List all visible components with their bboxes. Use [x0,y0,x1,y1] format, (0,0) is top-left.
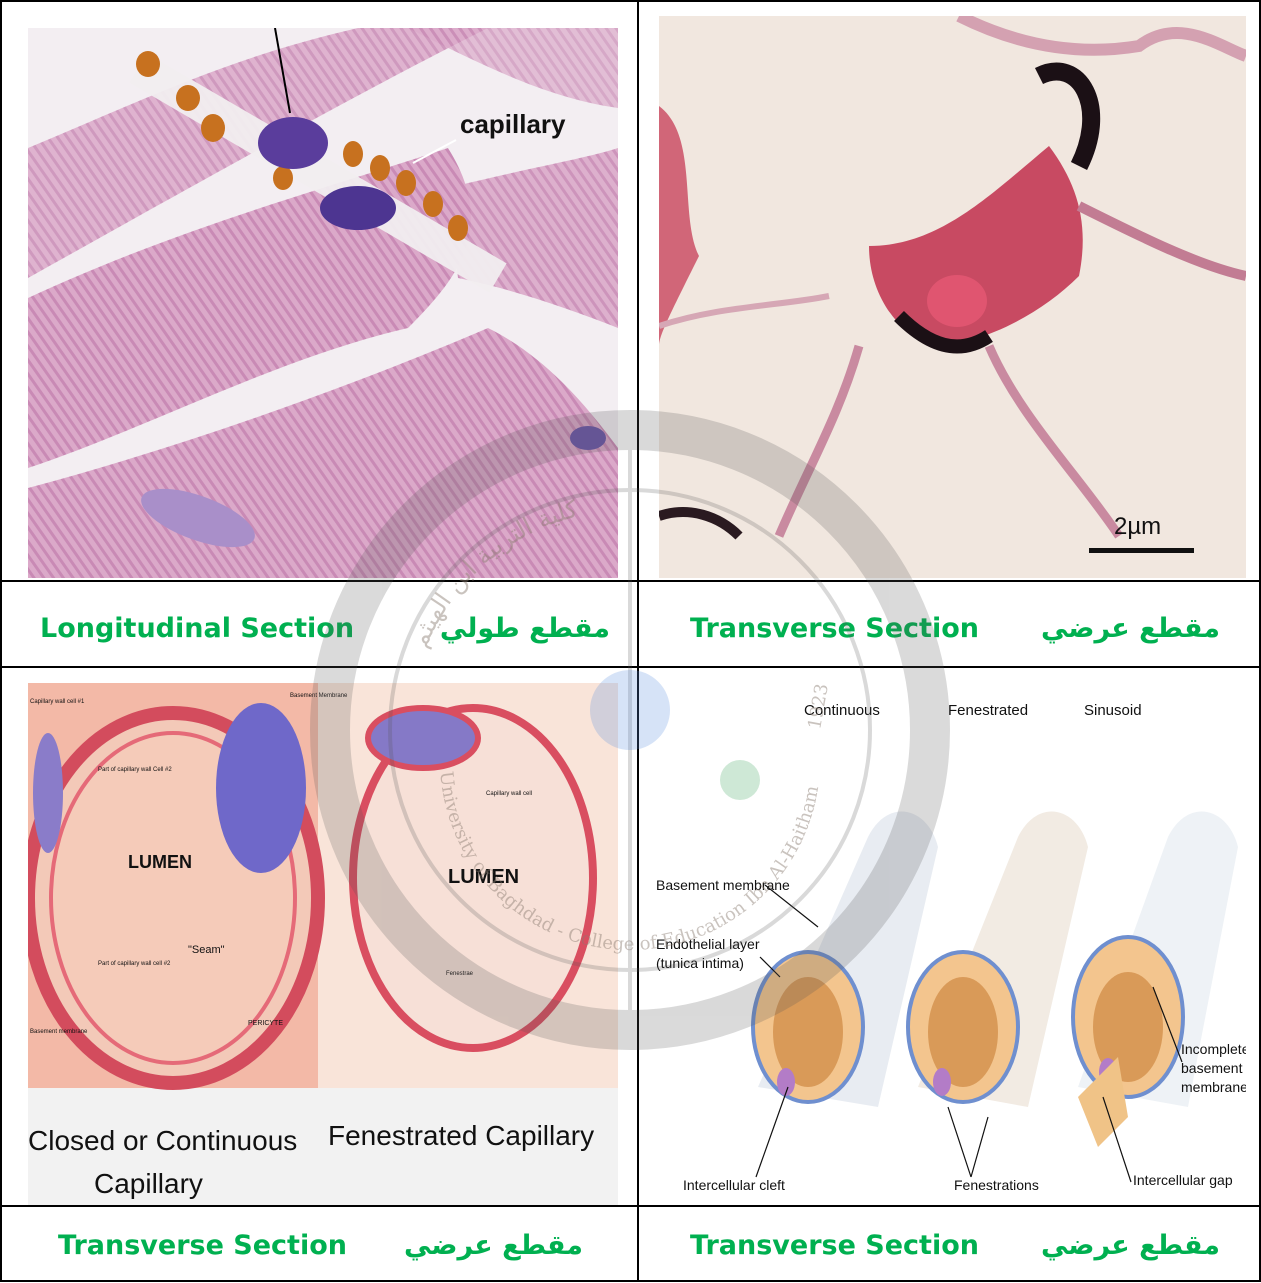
capillary-wall-cell-label: Capillary wall cell [486,791,532,797]
incomplete-label-3: membrane [1181,1079,1246,1095]
fenestrations-label: Fenestrations [954,1177,1039,1193]
table-border-left [0,0,2,1282]
caption-row1-left: Longitudinal Section مقطع طولي [40,590,610,666]
table-divider-row1 [0,580,1261,582]
caption-longitudinal-en: Longitudinal Section [40,613,354,644]
fenestrated-title: Fenestrated Capillary [328,1120,594,1151]
transverse-micrograph-svg: 2µm [659,16,1246,578]
endothelial-label-2: (tunica intima) [656,955,744,971]
header-continuous: Continuous [804,702,880,719]
intercellular-gap-label: Intercellular gap [1133,1172,1233,1188]
closed-title: Closed or Continuous [28,1125,297,1156]
lumen-label-2: LUMEN [448,866,519,888]
caption-transverse-ar-1: مقطع عرضي [1041,613,1220,644]
lumen-label-1: LUMEN [128,852,192,872]
capillary-types-svg: Continuous Fenestrated Sinusoid Basement… [648,687,1246,1206]
intercellular-cleft-label: Intercellular cleft [683,1177,785,1193]
capillary-label: capillary [460,109,566,139]
caption-row2-right: Transverse Section مقطع عرضي [690,1207,1220,1283]
basement-membrane-label: Basement membrane [656,877,790,893]
part-wall-a-label: Part of capillary wall Cell #2 [98,767,172,773]
table-divider-vertical [637,0,639,1282]
header-fenestrated: Fenestrated [948,702,1028,719]
basement-membrane-left: Basement membrane [30,1029,88,1035]
wall-cell-1-label: Capillary wall cell #1 [30,699,85,705]
caption-transverse-ar-3: مقطع عرضي [1041,1230,1220,1261]
capillary-types-diagram: Continuous Fenestrated Sinusoid Basement… [648,687,1246,1206]
caption-transverse-en-3: Transverse Section [690,1230,979,1261]
basement-membrane-top: Basement Membrane [290,693,348,699]
header-sinusoid: Sinusoid [1084,702,1142,719]
caption-transverse-en-2: Transverse Section [58,1230,347,1261]
caption-transverse-en-1: Transverse Section [690,613,979,644]
caption-longitudinal-ar: مقطع طولي [440,613,610,644]
incomplete-label-2: basement [1181,1060,1243,1076]
table-border-top [0,0,1261,2]
caption-transverse-ar-2: مقطع عرضي [404,1230,583,1261]
pericyte-label: PERICYTE [248,1020,283,1027]
caption-row1-right: Transverse Section مقطع عرضي [690,590,1220,666]
longitudinal-micrograph: capillary [28,28,618,578]
capillary-title: Capillary [94,1168,203,1199]
capillary-comparison-svg: LUMEN LUMEN "Seam" PERICYTE Basement Mem… [28,683,618,1205]
capillary-comparison-diagram: LUMEN LUMEN "Seam" PERICYTE Basement Mem… [28,683,618,1205]
transverse-micrograph: 2µm [659,16,1246,578]
scale-bar-label: 2µm [1114,513,1161,540]
part-wall-b-label: Part of capillary wall cell #2 [98,961,171,967]
table-divider-row3 [0,1205,1261,1207]
caption-row2-left: Transverse Section مقطع عرضي [58,1207,583,1283]
seam-label: "Seam" [188,944,225,956]
table-divider-row2 [0,666,1261,668]
endothelial-label-1: Endothelial layer [656,936,760,952]
fenestrae-label: Fenestrae [446,971,474,977]
longitudinal-micrograph-svg: capillary [28,28,618,578]
incomplete-label-1: Incomplete [1181,1041,1246,1057]
